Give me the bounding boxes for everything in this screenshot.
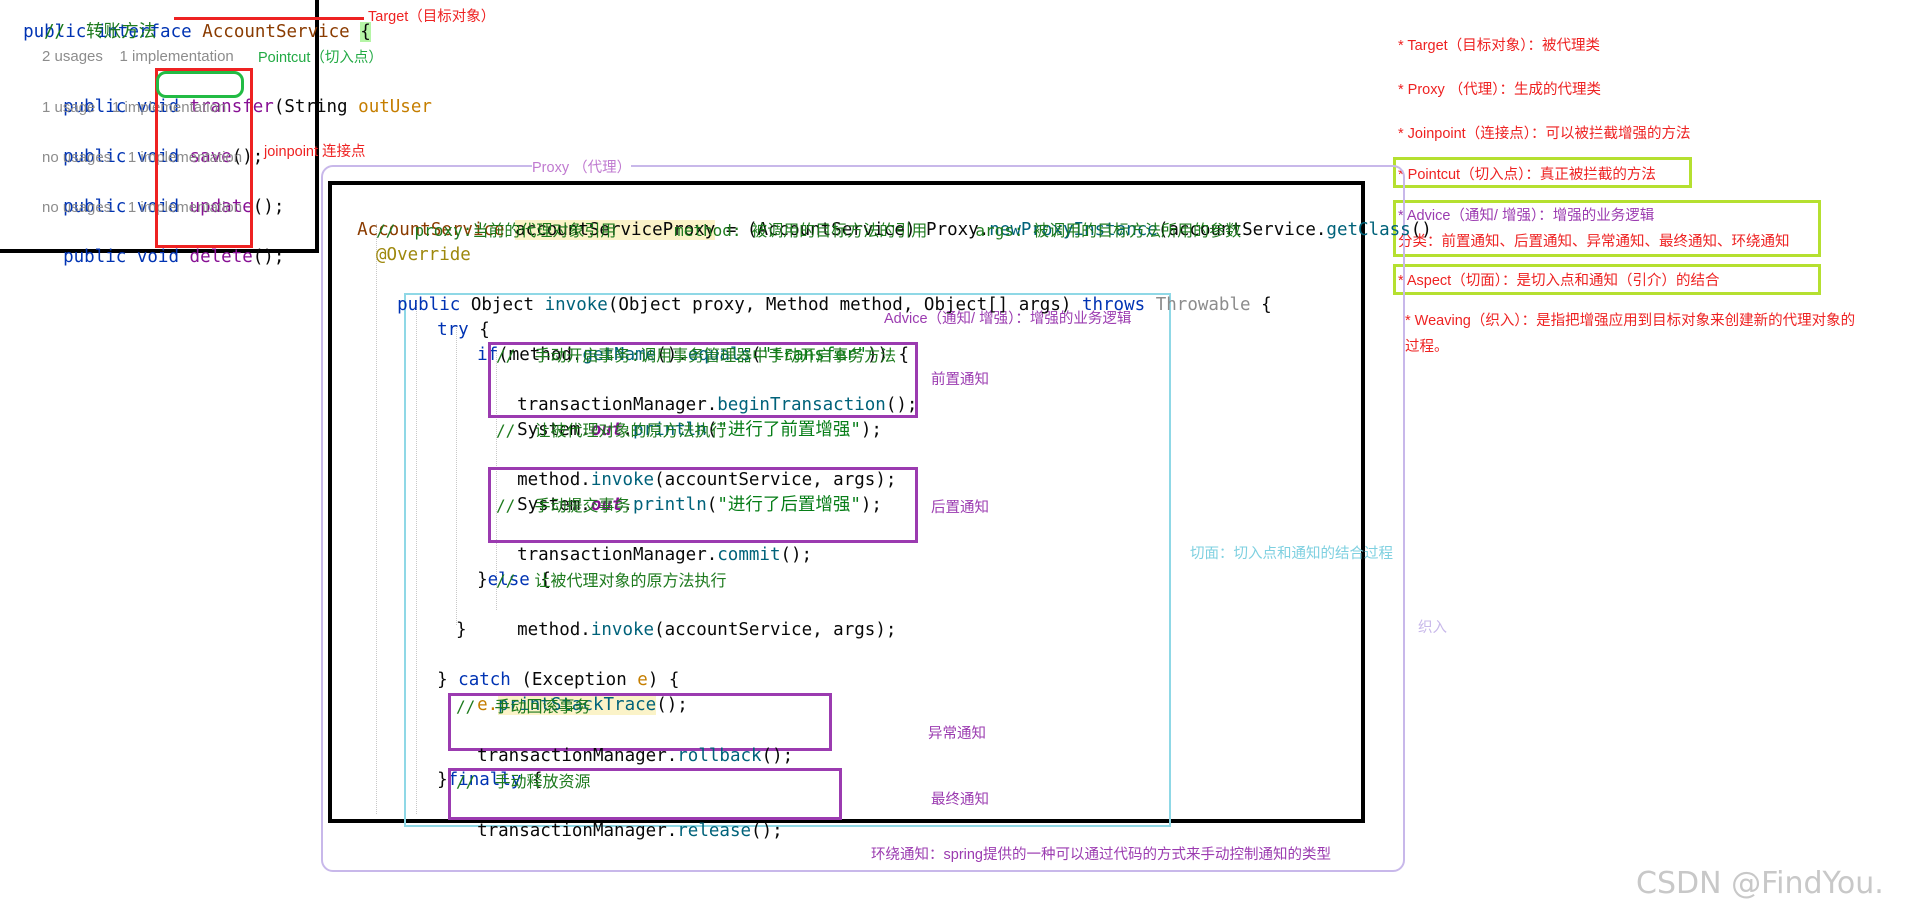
pointcut-label: Pointcut（切入点） bbox=[258, 50, 383, 66]
interface-declaration: public interface AccountService { bbox=[23, 22, 371, 42]
after-print-line: System.out.println("进行了后置增强"); bbox=[517, 495, 882, 515]
rollback-line: transactionManager.rollback(); bbox=[477, 746, 794, 766]
definition-target: * Target（目标对象）：被代理类 bbox=[1398, 38, 1600, 54]
pointcut-ellipse bbox=[156, 71, 244, 98]
else-comment: // 让被代理对象的原方法执行 bbox=[496, 571, 727, 590]
usage-hint[interactable]: 2 usages 1 implementation bbox=[42, 48, 234, 65]
method-invoke-line: method.invoke(accountService, args); bbox=[517, 470, 897, 490]
print-stack-trace-line: e.printStackTrace(); bbox=[477, 695, 688, 715]
commit-line: transactionManager.commit(); bbox=[517, 545, 813, 565]
target-underline bbox=[174, 17, 364, 20]
else-line: }else { bbox=[477, 570, 551, 590]
around-advice-label: 环绕通知：spring提供的一种可以通过代码的方式来手动控制通知的类型 bbox=[871, 847, 1331, 863]
definition-advice: * Advice（通知/ 增强）：增强的业务逻辑 bbox=[1398, 208, 1655, 224]
final-advice-label: 最终通知 bbox=[931, 792, 989, 808]
catch-line: } catch (Exception e) { bbox=[437, 670, 680, 690]
transfer-comment: // 转账方法 bbox=[44, 22, 157, 42]
else-invoke-line: method.invoke(accountService, args); bbox=[517, 620, 897, 640]
after-advice-label: 后置通知 bbox=[931, 500, 989, 516]
target-label: Target（目标对象） bbox=[368, 9, 496, 25]
after-advice-box bbox=[488, 467, 918, 543]
aspect-label: 切面：切入点和通知的结合过程 bbox=[1190, 546, 1393, 562]
before-print-line: System.out.println("进行了前置增强"); bbox=[517, 420, 882, 440]
proxy-label: Proxy （代理） bbox=[532, 156, 632, 177]
delete-method: public void delete(); bbox=[63, 247, 285, 267]
definition-weaving: * Weaving（织入）：是指把增强应用到目标对象来创建新的代理对象的 bbox=[1405, 313, 1856, 329]
release-line: transactionManager.release(); bbox=[477, 821, 783, 841]
usage-hint[interactable]: no usages 1 implementation bbox=[42, 149, 243, 166]
weaving-label: 织入 bbox=[1418, 620, 1447, 636]
definition-advice-types: 分类：前置通知、后置通知、异常通知、最终通知、环绕通知 bbox=[1398, 234, 1790, 250]
advice-definition-box bbox=[1393, 200, 1821, 257]
definition-proxy: * Proxy （代理）：生成的代理类 bbox=[1398, 82, 1602, 98]
joinpoint-label: joinpoint 连接点 bbox=[264, 144, 366, 160]
final-advice-box bbox=[448, 768, 842, 820]
proxy-code-frame bbox=[328, 181, 1365, 823]
definition-joinpoint: * Joinpoint（连接点）：可以被拦截增强的方法 bbox=[1398, 126, 1691, 142]
usage-hint[interactable]: no usages 1 implementation bbox=[42, 199, 243, 216]
invoke-original-comment: // 让被代理对象的原方法执行 bbox=[496, 421, 727, 440]
release-comment: // 手动释放资源 bbox=[456, 772, 591, 791]
if-transfer-line: if(method.getName().equals("transfer")) … bbox=[477, 345, 910, 365]
before-advice-label: 前置通知 bbox=[931, 372, 989, 388]
save-method: public void save(); bbox=[63, 147, 264, 167]
else-close-brace: } bbox=[456, 620, 467, 640]
aspect-frame bbox=[404, 293, 1171, 827]
finally-line: }finally { bbox=[437, 770, 543, 790]
interface-frame bbox=[0, 0, 319, 253]
watermark: CSDN @FindYou. bbox=[1636, 866, 1884, 901]
definition-aspect: * Aspect（切面）：是切入点和通知（引介）的结合 bbox=[1398, 273, 1720, 289]
advice-label: Advice（通知/ 增强）：增强的业务逻辑 bbox=[884, 311, 1132, 327]
weaving-frame bbox=[321, 165, 1405, 872]
definition-weaving-cont: 过程。 bbox=[1405, 339, 1449, 355]
override-annotation: @Override bbox=[376, 245, 471, 265]
exception-advice-box bbox=[448, 693, 832, 751]
before-advice-box bbox=[488, 342, 918, 418]
joinpoint-box bbox=[155, 68, 253, 248]
rollback-comment: // 手动回滚事务 bbox=[456, 697, 591, 716]
aspect-definition-box bbox=[1393, 264, 1821, 295]
usage-hint[interactable]: 1 usage 1 implementation bbox=[42, 99, 227, 116]
invoke-params-comment: // proxy:当前的代理对象引用 method: 被调用的目标方法的引用 a… bbox=[376, 221, 1242, 240]
try-block: try { bbox=[437, 320, 490, 340]
proxy-creation-line: AccountService accountServiceProxy = (Ac… bbox=[357, 220, 1432, 240]
exception-advice-label: 异常通知 bbox=[928, 726, 986, 742]
commit-comment: // 手动提交事务 bbox=[496, 496, 631, 515]
definition-pointcut: * Pointcut（切入点）：真正被拦截的方法 bbox=[1398, 167, 1656, 183]
begin-transaction-line: transactionManager.beginTransaction(); bbox=[517, 395, 918, 415]
invoke-signature: public Object invoke(Object proxy, Metho… bbox=[397, 295, 1272, 315]
begin-tx-comment: // 手动开启事务:调用事务管理器中手动开启事务方法 bbox=[496, 346, 897, 365]
